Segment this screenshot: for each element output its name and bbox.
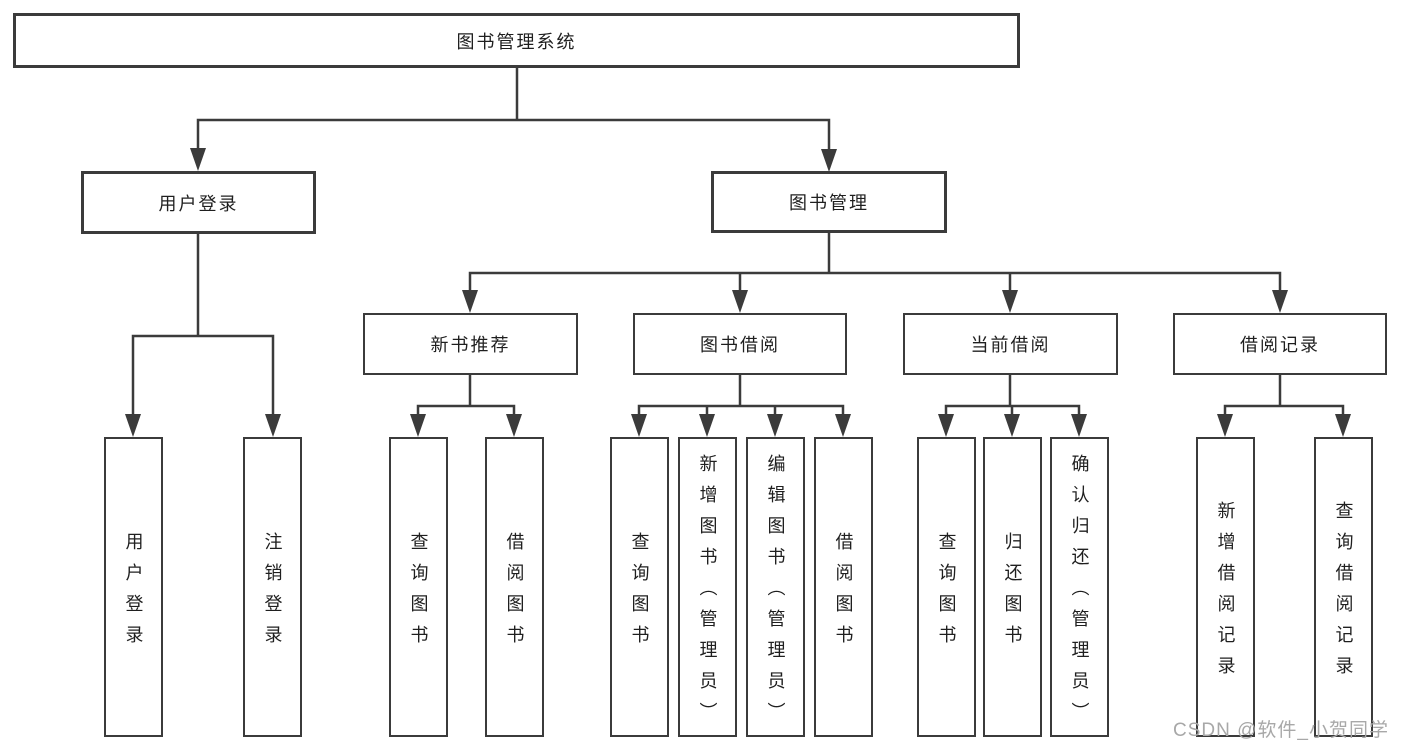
leaf-add-books-admin: 新增图书（管理员） [678, 437, 737, 737]
node-label: 当前借阅 [970, 335, 1051, 355]
leaf-label: 新增借阅记录 [1215, 500, 1236, 687]
node-new-book-recommendation: 新书推荐 [363, 313, 578, 375]
node-user-login: 用户登录 [81, 171, 316, 234]
leaf-user-login: 用户登录 [104, 437, 163, 737]
node-library-management-system: 图书管理系统 [13, 13, 1020, 68]
node-book-management: 图书管理 [711, 171, 947, 233]
leaf-label: 查询图书 [629, 531, 650, 656]
leaf-add-borrow-record: 新增借阅记录 [1196, 437, 1255, 737]
node-current-borrowing: 当前借阅 [903, 313, 1118, 375]
connector-lines [131, 66, 1345, 420]
leaf-edit-books-admin: 编辑图书（管理员） [746, 437, 805, 737]
leaf-query-books-borrowing: 查询图书 [610, 437, 669, 737]
leaf-label: 归还图书 [1002, 531, 1023, 656]
node-label: 新书推荐 [430, 335, 511, 355]
leaf-confirm-return-admin: 确认归还（管理员） [1050, 437, 1109, 737]
csdn-watermark: CSDN @软件_小贺同学 [1173, 720, 1389, 741]
leaf-label: 注销登录 [262, 531, 283, 656]
node-label: 图书借阅 [700, 335, 780, 355]
leaf-label: 新增图书（管理员） [697, 454, 718, 733]
node-label: 借阅记录 [1240, 335, 1320, 355]
leaf-label: 借阅图书 [833, 531, 854, 656]
leaf-borrow-books-recommend: 借阅图书 [485, 437, 544, 737]
node-label: 图书管理 [789, 193, 869, 213]
leaf-label: 用户登录 [123, 531, 144, 656]
leaf-label: 查询图书 [936, 531, 957, 656]
leaf-label: 确认归还（管理员） [1069, 454, 1090, 733]
leaf-return-books: 归还图书 [983, 437, 1042, 737]
node-label: 图书管理系统 [456, 31, 577, 52]
leaf-label: 查询图书 [408, 531, 429, 656]
leaf-label: 借阅图书 [504, 531, 525, 656]
node-book-borrowing: 图书借阅 [633, 313, 847, 375]
leaf-label: 编辑图书（管理员） [765, 454, 786, 733]
node-label: 用户登录 [158, 193, 239, 214]
leaf-label: 查询借阅记录 [1333, 500, 1354, 687]
leaf-query-borrow-record: 查询借阅记录 [1314, 437, 1373, 737]
connector-arrowheads [125, 148, 1351, 437]
leaf-query-books-current: 查询图书 [917, 437, 976, 737]
node-borrowing-records: 借阅记录 [1173, 313, 1387, 375]
leaf-borrow-books-borrowing: 借阅图书 [814, 437, 873, 737]
leaf-logout: 注销登录 [243, 437, 302, 737]
leaf-query-books-recommend: 查询图书 [389, 437, 448, 737]
